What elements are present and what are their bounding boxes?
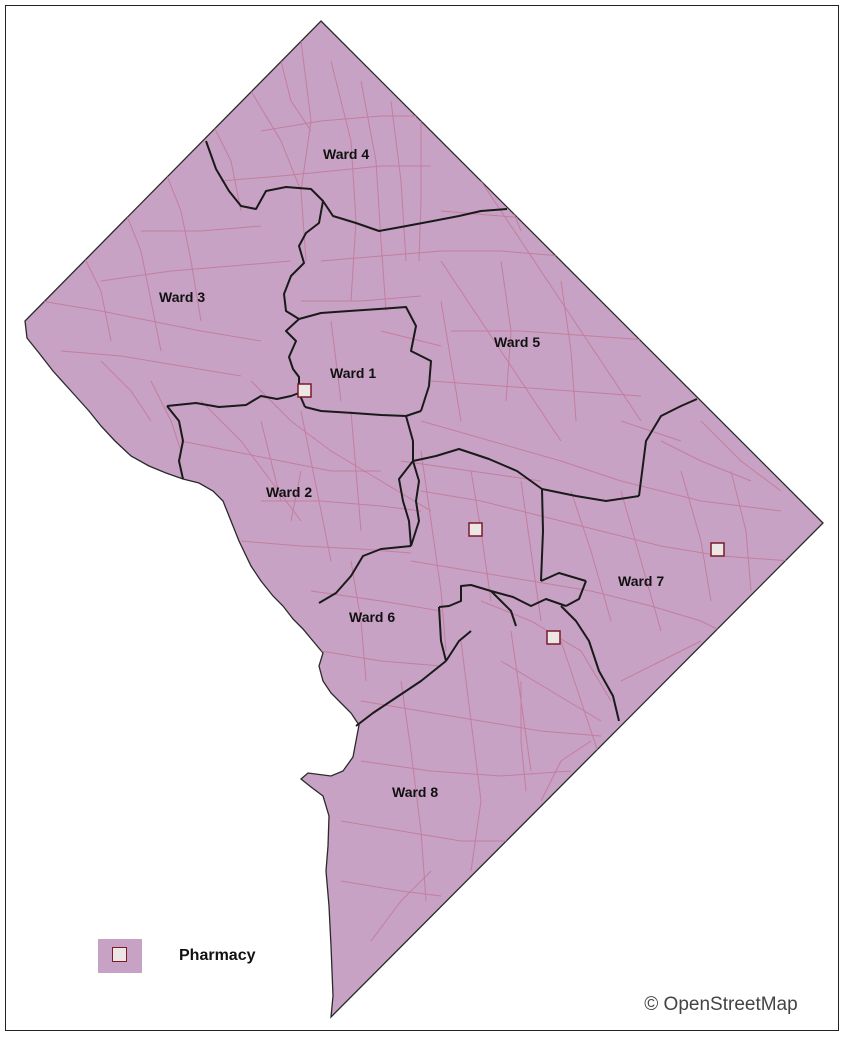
ward-label-5: Ward 5 xyxy=(494,334,540,350)
pharmacy-markers xyxy=(297,383,725,645)
map-canvas: Ward 4 Ward 3 Ward 5 Ward 1 Ward 2 Ward … xyxy=(24,20,824,1019)
legend-label-pharmacy: Pharmacy xyxy=(179,947,256,964)
map-attribution[interactable]: © OpenStreetMap xyxy=(610,985,832,1025)
pharmacy-marker[interactable] xyxy=(710,542,725,557)
map-frame: Ward 4 Ward 3 Ward 5 Ward 1 Ward 2 Ward … xyxy=(5,5,839,1031)
ward-label-6: Ward 6 xyxy=(349,609,395,625)
pharmacy-marker[interactable] xyxy=(546,630,561,645)
pharmacy-marker[interactable] xyxy=(468,522,483,537)
ward-boundaries xyxy=(166,140,698,727)
pharmacy-marker[interactable] xyxy=(297,383,312,398)
ward-label-1: Ward 1 xyxy=(330,365,376,381)
ward-label-8: Ward 8 xyxy=(392,784,438,800)
pharmacy-legend-icon xyxy=(112,947,127,962)
ward-label-7: Ward 7 xyxy=(618,573,664,589)
ward-label-4: Ward 4 xyxy=(323,146,369,162)
ward-label-2: Ward 2 xyxy=(266,484,312,500)
dc-territory xyxy=(24,20,824,1019)
ward-label-3: Ward 3 xyxy=(159,289,205,305)
